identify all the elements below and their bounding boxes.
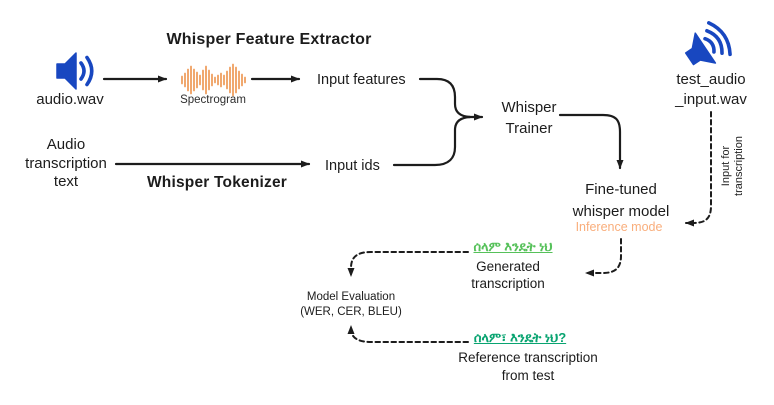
speaker-test-audio-icon <box>684 21 732 66</box>
input-features-label: Input features <box>317 72 406 88</box>
waveform-spectrogram-icon <box>181 63 246 97</box>
tokenizer-title: Whisper Tokenizer <box>146 174 288 191</box>
reference-transcription-text: ሰላም፣ እንዴት ነህ? <box>473 330 567 345</box>
inference-mode-label: Inference mode <box>575 220 663 234</box>
generated-transcription-label: Generated transcription <box>471 259 545 291</box>
test-audio-file-label: test_audio _input.wav <box>675 71 747 108</box>
evaluation-metrics-label: (WER, CER, BLEU) <box>300 306 402 318</box>
feature-extractor-title: Whisper Feature Extractor <box>166 31 372 48</box>
dashed-arrow-finetuned-to-generated <box>585 238 622 277</box>
speaker-audio-icon <box>56 52 94 90</box>
input-ids-label: Input ids <box>325 158 380 174</box>
merge-input-ids-path <box>392 115 472 167</box>
spectrogram-label: Spectrogram <box>180 94 246 106</box>
finetuned-model-label: Fine-tuned whisper model <box>572 181 670 220</box>
dashed-arrow-generated-to-evaluation <box>347 251 469 277</box>
generated-transcription-text: ሰላም እንዴት ነህ <box>473 239 553 254</box>
dashed-arrow-reference-to-evaluation <box>347 325 469 343</box>
audio-transcription-label: Audio transcription text <box>25 136 107 190</box>
audio-file-label: audio.wav <box>36 91 104 108</box>
input-for-transcription-label: Input for transcription <box>720 136 745 196</box>
whisper-trainer-label: Whisper Trainer <box>501 99 557 137</box>
merge-input-features-path <box>418 77 472 119</box>
reference-transcription-label: Reference transcription from test <box>458 350 598 383</box>
model-evaluation-label: Model Evaluation <box>306 291 396 303</box>
dashed-arrow-test-audio-to-inference <box>685 111 712 227</box>
arrow-trainer-to-finetuned <box>558 113 624 170</box>
